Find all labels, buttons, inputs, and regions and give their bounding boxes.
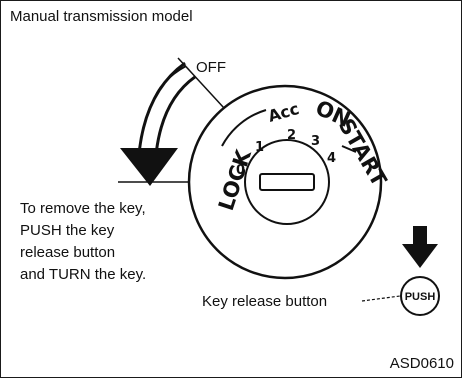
position-1-label: 1	[255, 140, 264, 155]
figure-title: Manual transmission model	[10, 8, 193, 25]
instruction-line: and TURN the key.	[20, 266, 147, 283]
position-2-label: 2	[287, 128, 296, 143]
off-position-line	[177, 57, 225, 109]
off-label: OFF	[196, 59, 226, 76]
instruction-line: PUSH the key	[20, 222, 115, 239]
ignition-switch	[187, 84, 383, 280]
position-3-label: 3	[311, 134, 320, 149]
key-release-button	[400, 276, 440, 316]
instruction-line: To remove the key,	[20, 200, 146, 217]
instruction-line: release button	[20, 244, 116, 261]
key-release-label: Key release button	[202, 293, 327, 310]
figure-code: ASD0610	[389, 355, 454, 372]
removal-instructions: To remove the key, PUSH the key release …	[20, 198, 210, 286]
key-release-leader	[361, 295, 401, 302]
key-slot	[259, 173, 315, 191]
push-arrow	[402, 226, 438, 268]
push-button-label: PUSH	[405, 291, 436, 303]
turn-arrow	[120, 61, 197, 186]
position-0-label: 0	[236, 163, 245, 178]
lock-acc-arc	[221, 109, 267, 147]
position-4-label: 4	[327, 151, 336, 166]
